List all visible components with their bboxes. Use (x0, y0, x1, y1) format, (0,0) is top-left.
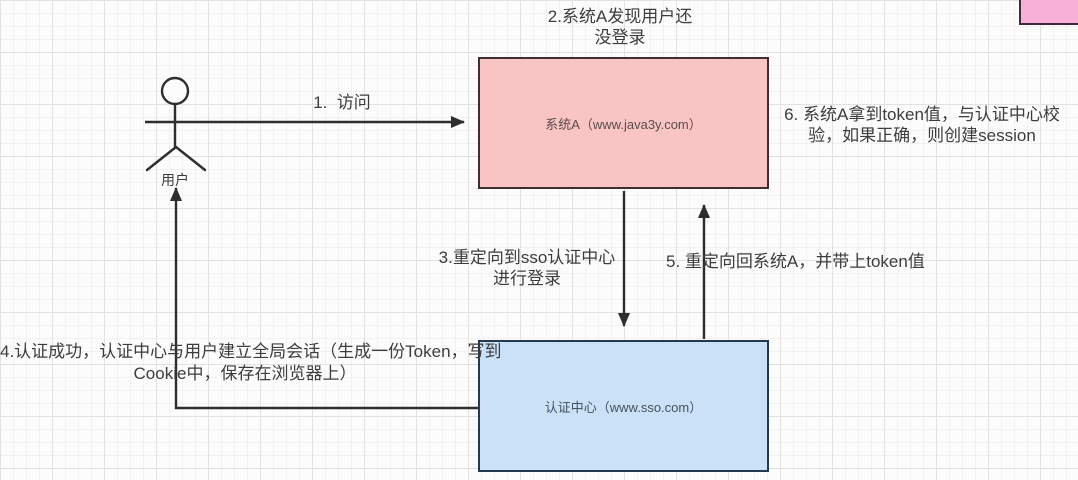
arrow-step4 (170, 187, 478, 410)
annotation-step5: 5. 重定向回系统A，并带上token值 (666, 252, 925, 271)
corner-pink-rect (1019, 0, 1078, 25)
annotation-step6: 6. 系统A拿到token值，与认证中心校 验，如果正确，则创建session (766, 104, 1078, 146)
user-actor-icon (145, 76, 207, 172)
annotation-step2-line2: 没登录 (594, 28, 646, 47)
node-sso-center-label: 认证中心（www.sso.com） (544, 399, 703, 415)
node-system-a-label: 系统A（www.java3y.com） (545, 116, 702, 132)
node-sso-center: 认证中心（www.sso.com） (478, 340, 769, 472)
annotation-step6-line2: 验，如果正确，则创建session (808, 126, 1036, 145)
annotation-step3: 3.重定向到sso认证中心 进行登录 (432, 247, 622, 289)
annotation-step4-line2: Cookie中，保存在浏览器上） (133, 364, 357, 383)
user-actor-label: 用户 (161, 172, 189, 188)
annotation-step1: 1. 访问 (313, 93, 371, 112)
annotation-step3-line1: 3.重定向到sso认证中心 (438, 248, 616, 267)
annotation-step2-line1: 2.系统A发现用户还 (547, 7, 693, 26)
annotation-step4: 4.认证成功，认证中心与用户建立全局会话（生成一份Token，写到 Cookie… (0, 341, 502, 385)
annotation-step3-line2: 进行登录 (493, 269, 561, 288)
annotation-step2: 2.系统A发现用户还 没登录 (520, 6, 720, 48)
node-system-a: 系统A（www.java3y.com） (478, 57, 769, 189)
annotation-step4-line1: 4.认证成功，认证中心与用户建立全局会话（生成一份Token，写到 (0, 342, 502, 361)
annotation-step6-line1: 6. 系统A拿到token值，与认证中心校 (784, 105, 1060, 124)
